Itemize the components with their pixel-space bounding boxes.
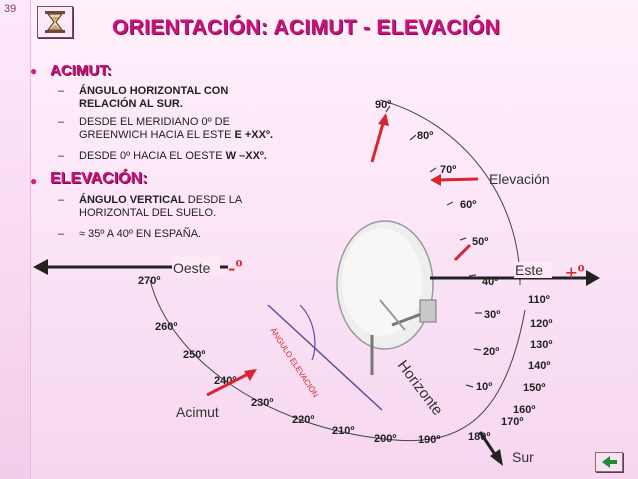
dash: – bbox=[58, 194, 65, 206]
west-tick-260: 260º bbox=[155, 321, 177, 333]
acimut-item-1: ÁNGULO HORIZONTAL CON RELACIÓN AL SUR. bbox=[79, 85, 229, 110]
acimut-label: Acimut bbox=[176, 404, 219, 420]
acimut-arrow-icon bbox=[206, 369, 257, 397]
bullet-dot: ● bbox=[30, 64, 38, 78]
hourglass-button[interactable] bbox=[37, 6, 73, 38]
arrow-left-icon bbox=[602, 456, 617, 468]
west-tick-220: 220º bbox=[292, 414, 314, 426]
horizonte-label: Horizonte bbox=[394, 357, 446, 419]
west-tick-270: 270º bbox=[138, 275, 160, 287]
sur-arrow-icon bbox=[478, 431, 503, 466]
east-tick-140: 140º bbox=[528, 360, 550, 372]
east-tick-120: 120º bbox=[530, 318, 552, 330]
page-title: ORIENTACIÓN: ACIMUT - ELEVACIÓN bbox=[112, 16, 501, 39]
elev-tick-20: 20º bbox=[483, 346, 499, 358]
east-tick-150: 150º bbox=[523, 382, 545, 394]
elev-tick-50: 50º bbox=[472, 236, 488, 248]
acimut-item-2: DESDE EL MERIDIANO 0º DE GREENWICH HACIA… bbox=[79, 116, 274, 141]
section-heading-elevacion: ELEVACIÓN: bbox=[50, 170, 148, 187]
hourglass-icon bbox=[45, 11, 65, 33]
elevacion-label: Elevación bbox=[489, 171, 550, 187]
east-tick-170: 170º bbox=[501, 416, 523, 428]
elev-tick-60: 60º bbox=[460, 199, 476, 211]
minus-degree-label: -º bbox=[228, 255, 243, 280]
acimut-item-3: DESDE 0º HACIA EL OESTE W –XXº. bbox=[79, 150, 267, 162]
elev-tick-80: 80º bbox=[417, 130, 433, 142]
dash: – bbox=[58, 228, 65, 240]
elevacion-item-1: ÁNGULO VERTICAL DESDE LA HORIZONTAL DEL … bbox=[79, 194, 243, 219]
slide-number: 39 bbox=[4, 3, 17, 15]
section-heading-acimut: ACIMUT: bbox=[50, 62, 112, 79]
east-tick-110: 110º bbox=[528, 294, 550, 306]
west-tick-190: 190º bbox=[418, 434, 440, 446]
oeste-label: Oeste bbox=[173, 260, 211, 276]
red-arrow-icon bbox=[430, 174, 479, 186]
satellite-dish-icon bbox=[336, 220, 437, 375]
angulo-elevacion-label: ÁNGULO ELEVACIÓN bbox=[268, 326, 320, 399]
sur-label: Sur bbox=[512, 449, 534, 465]
elevation-arc bbox=[379, 99, 521, 286]
este-label: Este bbox=[515, 262, 543, 278]
west-tick-210: 210º bbox=[332, 425, 354, 437]
east-tick-130: 130º bbox=[530, 339, 552, 351]
red-arrow-icon bbox=[370, 113, 389, 163]
elev-tick-70: 70º bbox=[440, 164, 456, 176]
elev-tick-90: 90º bbox=[375, 99, 391, 111]
bullet-dot: ● bbox=[30, 174, 38, 188]
west-tick-250: 250º bbox=[183, 349, 205, 361]
red-arrow-icon bbox=[453, 243, 472, 262]
elev-tick-30: 30º bbox=[484, 309, 500, 321]
dash: – bbox=[58, 116, 65, 128]
dash: – bbox=[58, 85, 65, 97]
dash: – bbox=[58, 150, 65, 162]
plus-degree-label: +º bbox=[565, 260, 585, 285]
left-sidebar: 39 bbox=[0, 0, 31, 479]
west-tick-200: 200º bbox=[374, 433, 396, 445]
west-tick-230: 230º bbox=[251, 397, 273, 409]
east-arrow-icon bbox=[430, 270, 600, 286]
elevacion-item-2: ≈ 35º A 40º EN ESPAÑA. bbox=[79, 228, 202, 240]
elev-tick-10: 10º bbox=[476, 381, 492, 393]
east-tick-160: 160º bbox=[513, 404, 535, 416]
horizon-arc bbox=[149, 279, 526, 442]
next-slide-button[interactable] bbox=[595, 452, 623, 472]
